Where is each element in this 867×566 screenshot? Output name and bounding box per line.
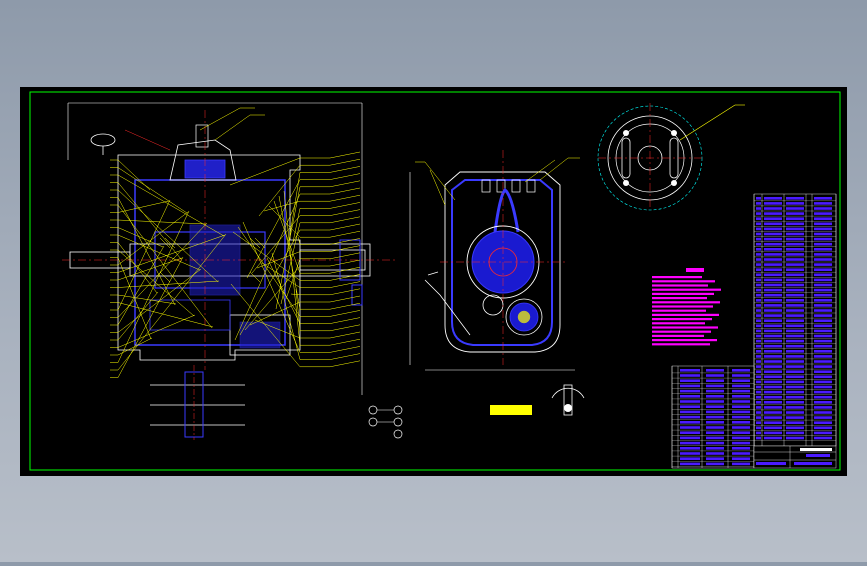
partial-view-shaft xyxy=(150,365,245,440)
side-sectional-view xyxy=(409,150,580,371)
title-block xyxy=(753,445,837,469)
drawing-frame xyxy=(29,91,841,471)
detail-view-a xyxy=(597,103,745,211)
partial-view-b xyxy=(551,384,585,416)
view-markers xyxy=(368,405,403,439)
technical-requirements-note xyxy=(652,268,721,346)
parts-list-table xyxy=(671,193,837,469)
view-label-box xyxy=(490,405,532,415)
main-sectional-view xyxy=(62,102,398,395)
